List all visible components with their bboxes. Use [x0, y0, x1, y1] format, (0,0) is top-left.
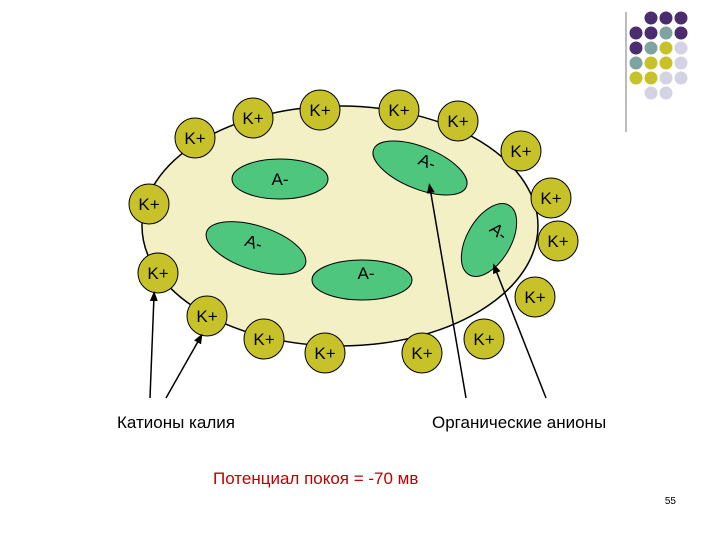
page-number: 55 [665, 496, 677, 507]
decorative-dot [644, 11, 658, 25]
decorative-dot [674, 41, 688, 55]
anion-arrow [426, 183, 467, 399]
cation-label: K+ [510, 142, 531, 161]
cation-arrow [149, 291, 158, 399]
anion-label: A- [272, 170, 289, 189]
decorative-dot-grid [625, 11, 688, 132]
anion-arrow [493, 263, 547, 399]
decorative-dot [644, 86, 658, 100]
cation-label: K+ [473, 330, 494, 349]
decorative-dot [674, 56, 688, 70]
decorative-dot [644, 71, 658, 85]
decorative-dot [629, 56, 643, 70]
anion-shape [372, 140, 468, 196]
cation: K+ [437, 100, 479, 142]
cation-label: K+ [540, 189, 561, 208]
decorative-dot [659, 41, 673, 55]
anion-shape [460, 203, 518, 277]
cation-label: K+ [196, 307, 217, 326]
cation-label: K+ [388, 101, 409, 120]
decorative-dot [629, 26, 643, 40]
cation: K+ [514, 276, 556, 318]
anion-group: A- A- A- A- A- [205, 140, 518, 301]
decorative-dot [674, 71, 688, 85]
resting-potential-text: Потенциал покоя = -70 мв [213, 469, 418, 488]
cation: K+ [378, 89, 420, 131]
decorative-dot [659, 71, 673, 85]
cation-label: K+ [242, 109, 263, 128]
decorative-dot [644, 41, 658, 55]
anion-shape [231, 158, 329, 200]
cation: K+ [137, 252, 179, 294]
anion-shape [205, 221, 307, 275]
cation-label: K+ [253, 330, 274, 349]
cation: K+ [530, 177, 572, 219]
cation: K+ [304, 332, 346, 374]
cation-label: K+ [447, 112, 468, 131]
anions-caption: Органические анионы [432, 413, 606, 432]
decorative-dot [659, 26, 673, 40]
cation-label: K+ [547, 232, 568, 251]
cation-label: K+ [184, 129, 205, 148]
decorative-dot [629, 41, 643, 55]
cation: K+ [500, 130, 542, 172]
cation: K+ [299, 89, 341, 131]
decorative-dot [644, 56, 658, 70]
cation: K+ [463, 318, 505, 360]
cation: K+ [401, 332, 443, 374]
anion-label: A- [358, 264, 375, 283]
cation: K+ [243, 318, 285, 360]
cation-group: K+ K+ K+ K+ K+ K+ K+ K+ K+ K+ K+ K+ K+ K… [128, 89, 579, 374]
cations-caption: Катионы калия [117, 413, 235, 432]
decorative-dot [674, 11, 688, 25]
cation: K+ [537, 220, 579, 262]
decorative-dot [644, 26, 658, 40]
cation: K+ [128, 183, 170, 225]
pointer-arrows [149, 183, 547, 399]
cation-arrow [165, 333, 203, 399]
cation-label: K+ [524, 288, 545, 307]
cation: K+ [232, 97, 274, 139]
cation-label: K+ [138, 195, 159, 214]
cation-label: K+ [147, 264, 168, 283]
anion-shape [311, 259, 413, 301]
anion-label: A- [243, 231, 265, 254]
anion-label: A- [416, 150, 439, 174]
decorative-dot [674, 26, 688, 40]
cation-label: K+ [411, 344, 432, 363]
decorative-dot [659, 11, 673, 25]
decorative-dot [629, 71, 643, 85]
decorative-dot [659, 86, 673, 100]
cation-label: K+ [314, 344, 335, 363]
decorative-dot [659, 56, 673, 70]
cation: K+ [186, 295, 228, 337]
cation: K+ [174, 117, 216, 159]
cation-label: K+ [309, 101, 330, 120]
